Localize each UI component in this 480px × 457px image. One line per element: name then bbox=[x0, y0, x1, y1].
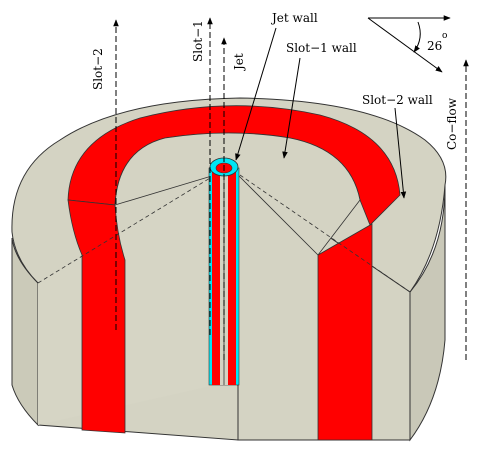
outer-cylinder-arc-right bbox=[409, 184, 446, 442]
angle-value-label: 26 bbox=[427, 39, 442, 53]
coflow-label: Co−flow bbox=[445, 97, 459, 150]
slot2-wall-leader bbox=[394, 107, 407, 199]
slot2-label: Slot−2 bbox=[91, 48, 105, 90]
angle-degree-label: o bbox=[442, 31, 447, 41]
slot1-wall-top bbox=[114, 132, 361, 256]
jet-wall-leader bbox=[235, 27, 277, 161]
slot1-wall-leader bbox=[282, 57, 301, 159]
slot2-wall-label: Slot−2 wall bbox=[362, 93, 433, 107]
slot1-label: Slot−1 bbox=[191, 20, 205, 62]
slot1-wall-label: Slot−1 wall bbox=[286, 41, 357, 55]
jet-wall-label: Jet wall bbox=[270, 11, 318, 25]
slot2-band-right bbox=[317, 223, 373, 441]
angle-arc bbox=[413, 21, 421, 53]
hidden-edge-right bbox=[239, 174, 411, 293]
angle-ray-tilted bbox=[367, 17, 443, 73]
jet-slot1-red-left bbox=[212, 172, 220, 385]
jet-slot1-red-right bbox=[228, 172, 236, 385]
jet-label: Jet bbox=[232, 53, 246, 72]
